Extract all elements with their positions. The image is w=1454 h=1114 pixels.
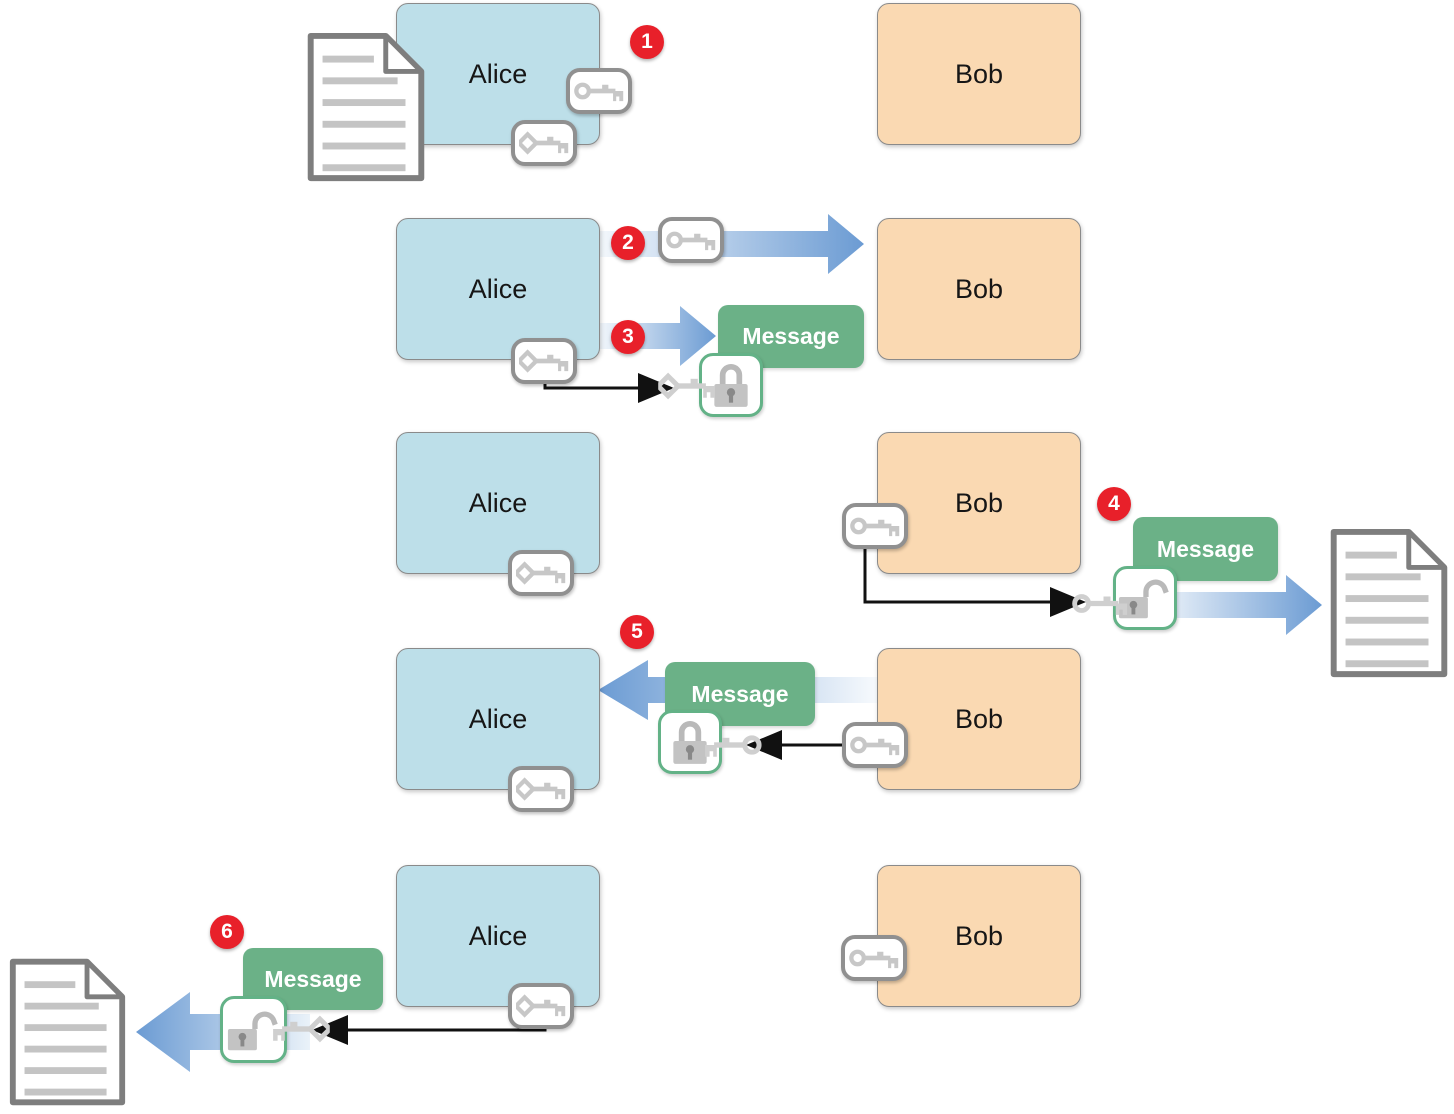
bob-box-row1: Bob: [877, 3, 1081, 145]
public-key-inserted-step5: [704, 727, 762, 763]
private-key-icon-row1: [511, 120, 577, 166]
document-icon-row1: [302, 28, 430, 186]
alice-label: Alice: [468, 273, 528, 304]
transfer-arrow-step2: [598, 214, 864, 274]
bob-box-row5: Bob: [877, 865, 1081, 1007]
alice-box-row2: Alice: [396, 218, 600, 360]
bob-label: Bob: [954, 58, 1004, 89]
alice-box-row1: Alice: [396, 3, 600, 145]
bob-label: Bob: [954, 273, 1004, 304]
public-key-icon-step2: [658, 217, 724, 263]
padlock-closed-icon-step5: [658, 710, 722, 774]
alice-label: Alice: [468, 920, 528, 951]
key-use-arrow-step4: [863, 548, 1086, 617]
bob-box-row2: Bob: [877, 218, 1081, 360]
key-use-arrow-step5: [746, 730, 844, 760]
public-key-icon-row3: [842, 503, 908, 549]
padlock-closed-glyph: [710, 359, 752, 411]
bob-label: Bob: [954, 487, 1004, 518]
key-diamond-bow-icon: [516, 773, 566, 805]
bob-label: Bob: [954, 703, 1004, 734]
step-6-badge: 6: [210, 915, 244, 949]
public-key-inserted-step4: [1072, 586, 1128, 621]
bob-box-row4: Bob: [877, 648, 1081, 790]
private-key-icon-row2: [511, 338, 577, 384]
private-key-icon-row3: [508, 550, 574, 596]
key-round-bow-icon: [849, 942, 899, 974]
step-1-badge: 1: [630, 25, 664, 59]
alice-box-row5: Alice: [396, 865, 600, 1007]
public-key-icon-row4: [842, 722, 908, 768]
alice-label: Alice: [468, 487, 528, 518]
alice-label: Alice: [468, 703, 528, 734]
document-icon-row3: [1325, 524, 1453, 682]
padlock-open-icon-step4: [1113, 566, 1177, 630]
private-key-icon-row4: [508, 766, 574, 812]
key-diamond-bow-icon: [516, 990, 566, 1022]
key-round-bow-icon: [574, 75, 624, 107]
key-diamond-bow-icon: [519, 127, 569, 159]
private-key-inserted-step3: [658, 368, 716, 404]
alice-box-row3: Alice: [396, 432, 600, 574]
bob-label: Bob: [954, 920, 1004, 951]
message-box-step6: Message: [243, 948, 383, 1010]
step-3-badge: 3: [611, 320, 645, 354]
public-key-icon-row5: [841, 935, 907, 981]
transfer-arrow-step3: [598, 306, 716, 366]
document-icon-row5: [5, 952, 130, 1112]
key-round-bow-icon: [850, 510, 900, 542]
step-2-badge: 2: [611, 226, 645, 260]
key-round-bow-icon: [850, 729, 900, 761]
step-5-badge: 5: [620, 615, 654, 649]
transfer-arrow-step4: [1150, 575, 1322, 635]
alice-box-row4: Alice: [396, 648, 600, 790]
key-diamond-bow-icon: [516, 557, 566, 589]
private-key-inserted-step6: [272, 1011, 330, 1047]
alice-label: Alice: [468, 58, 528, 89]
public-key-icon-row1: [566, 68, 632, 114]
key-diamond-bow-icon: [519, 345, 569, 377]
key-round-bow-icon: [666, 224, 716, 256]
private-key-icon-row5: [508, 983, 574, 1029]
step-4-badge: 4: [1097, 487, 1131, 521]
